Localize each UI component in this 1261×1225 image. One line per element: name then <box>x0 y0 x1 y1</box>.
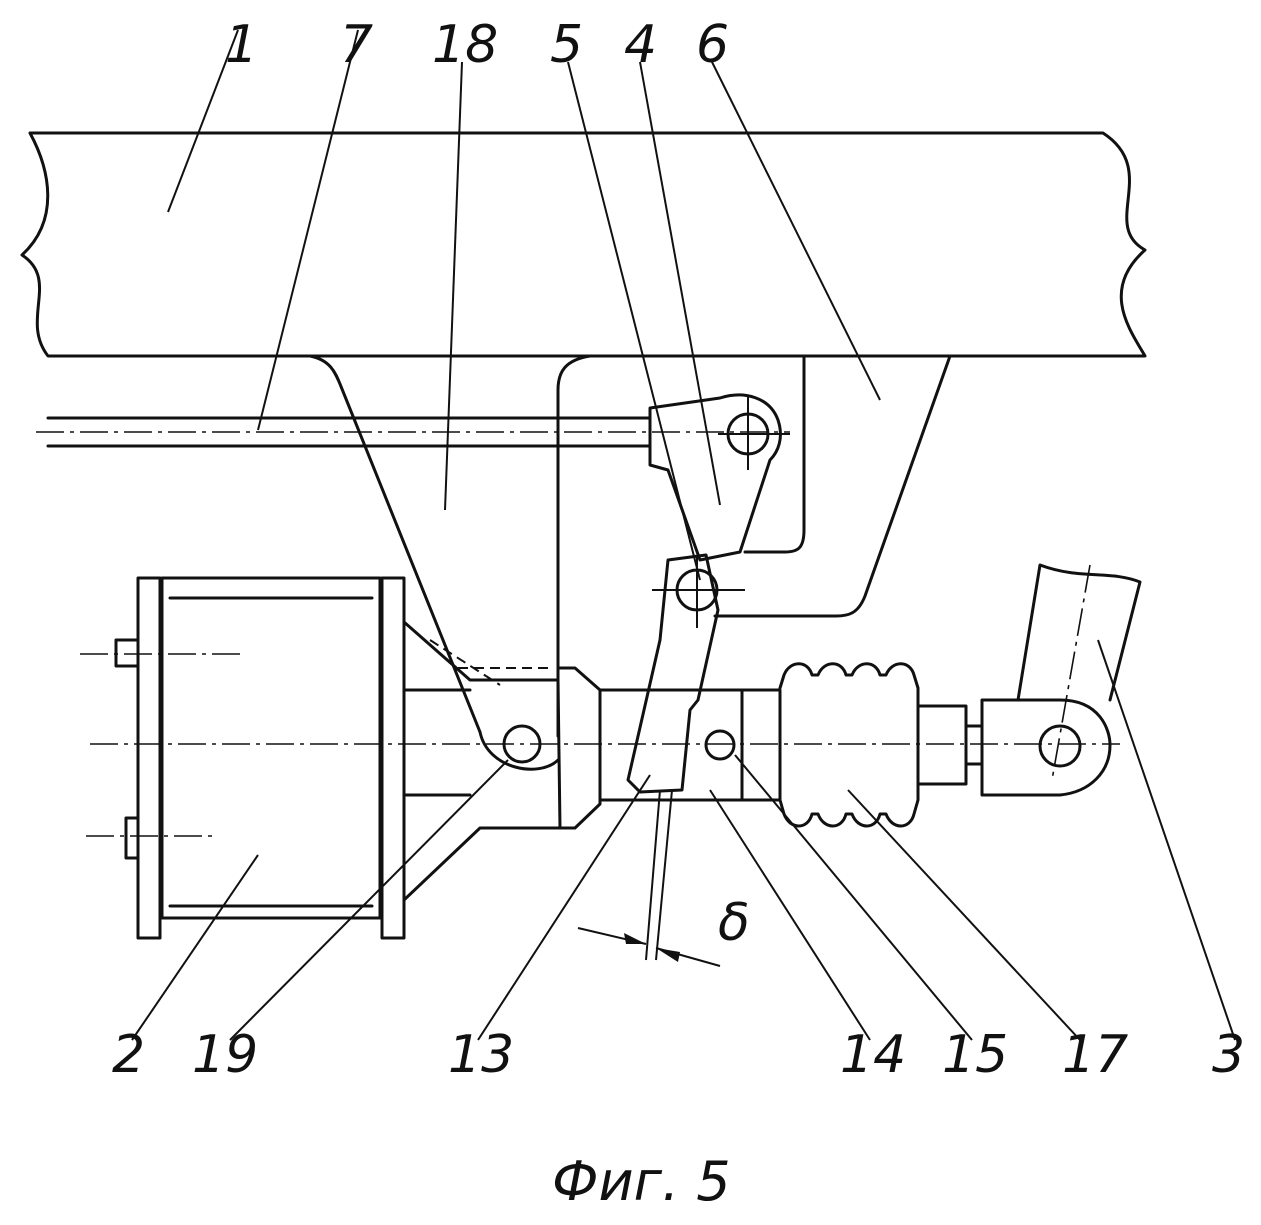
leader-14 <box>709 789 871 1041</box>
frame-beam <box>20 131 1147 358</box>
rod-section <box>598 688 782 802</box>
clevis-3 <box>980 698 1112 797</box>
rod-thread <box>964 724 984 766</box>
leader-17 <box>847 789 1081 1041</box>
clevis-arm <box>478 730 560 771</box>
label-6: 6 <box>696 15 729 75</box>
delta-arrow-right <box>656 948 680 962</box>
leader-19 <box>229 759 509 1041</box>
label-2: 2 <box>112 1025 145 1085</box>
bracket-6-inner <box>743 354 806 554</box>
label-4: 4 <box>624 15 657 75</box>
mount-19 <box>402 620 562 902</box>
leader-6 <box>711 61 881 401</box>
pin-15 <box>704 729 736 761</box>
delta-ext-1 <box>645 789 661 961</box>
chamber-flange-right <box>380 576 406 940</box>
link-5 <box>626 553 720 794</box>
arm-3 <box>1016 563 1142 702</box>
label-15: 15 <box>942 1025 1008 1085</box>
leader-18 <box>444 61 463 511</box>
delta-ext-2 <box>655 789 673 961</box>
label-19: 19 <box>192 1025 258 1085</box>
leader-5 <box>567 61 701 581</box>
figure-caption: Фиг. 5 <box>552 1150 731 1213</box>
leader-4 <box>639 61 721 506</box>
bracket-6-outer <box>713 354 952 618</box>
label-3: 3 <box>1212 1025 1245 1085</box>
chamber-bolt-bottom <box>124 816 140 860</box>
label-7: 7 <box>340 15 373 75</box>
bellows-end <box>916 704 968 786</box>
leader-15 <box>734 754 973 1041</box>
lever-4 <box>648 393 782 562</box>
label-13: 13 <box>448 1025 514 1085</box>
leader-7 <box>257 29 359 431</box>
bracket-6 <box>556 354 592 738</box>
label-5: 5 <box>550 15 583 75</box>
chamber-flange-left <box>136 576 162 940</box>
leader-13 <box>477 774 651 1041</box>
clevis-3-pivot <box>1038 724 1082 768</box>
leader-3 <box>1097 639 1236 1041</box>
bellows-17 <box>778 662 920 828</box>
label-18: 18 <box>432 15 498 75</box>
arm-3-axis <box>1051 564 1091 781</box>
cone-coupling <box>556 666 602 830</box>
label-14: 14 <box>840 1025 906 1085</box>
label-1: 1 <box>225 15 258 75</box>
bracket-18 <box>308 354 482 734</box>
leader-1 <box>167 29 239 213</box>
label-delta: δ <box>718 893 750 953</box>
mount-19-hidden <box>429 639 550 686</box>
delta-arrow-left <box>624 933 646 944</box>
chamber-body <box>160 576 382 920</box>
chamber-bolt-top <box>114 638 140 668</box>
label-17: 17 <box>1062 1025 1128 1085</box>
leader-2 <box>131 854 259 1041</box>
